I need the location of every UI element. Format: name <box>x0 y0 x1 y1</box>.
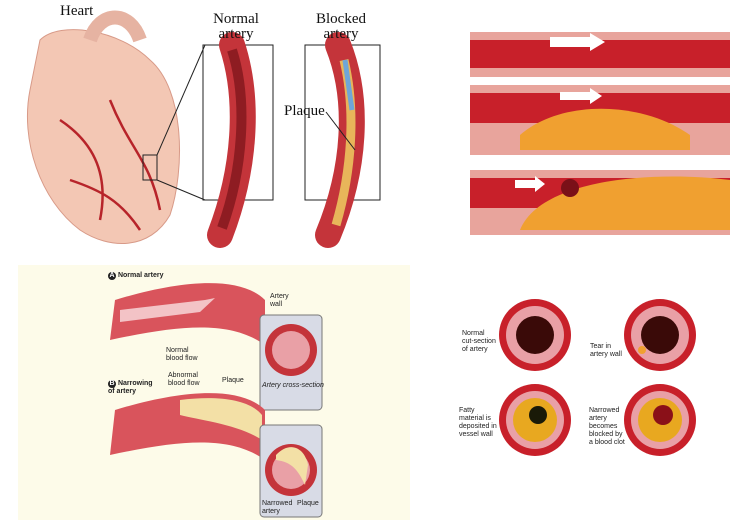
heart-illustration <box>26 10 206 244</box>
blocked-artery-label: Blocked artery <box>316 11 366 42</box>
cross-section-label: Artery cross-section <box>262 382 324 389</box>
artery-strips <box>470 32 730 235</box>
cross-sections <box>499 299 696 456</box>
plaque-label-cross: Plaque <box>297 500 319 507</box>
normal-artery-illustration <box>202 32 274 248</box>
tear-label: Tear in artery wall <box>590 343 622 358</box>
blocked-artery-illustration <box>304 32 381 248</box>
section-b-title: B Narrowing of artery <box>108 380 153 395</box>
normal-section-label: Normal cut-section of artery <box>462 330 496 353</box>
artery-wall-label: Artery wall <box>270 293 289 308</box>
abnormal-flow-label: Abnormal blood flow <box>168 372 200 387</box>
plaque-label: Plaque <box>284 103 325 119</box>
normal-flow-label: Normal blood flow <box>166 347 198 362</box>
narrowed-artery-label: Narrowed artery <box>262 500 293 515</box>
section-a-title: A Normal artery <box>108 272 164 280</box>
normal-artery-label: Normal artery <box>213 11 259 42</box>
plaque-label-b: Plaque <box>222 377 244 384</box>
heart-label: Heart <box>60 3 94 19</box>
fatty-material-label: Fatty material is deposited in vessel wa… <box>459 407 497 438</box>
artery-diagram <box>110 283 323 518</box>
blocked-clot-label: Narrowed artery becomes blocked by a blo… <box>589 407 625 446</box>
